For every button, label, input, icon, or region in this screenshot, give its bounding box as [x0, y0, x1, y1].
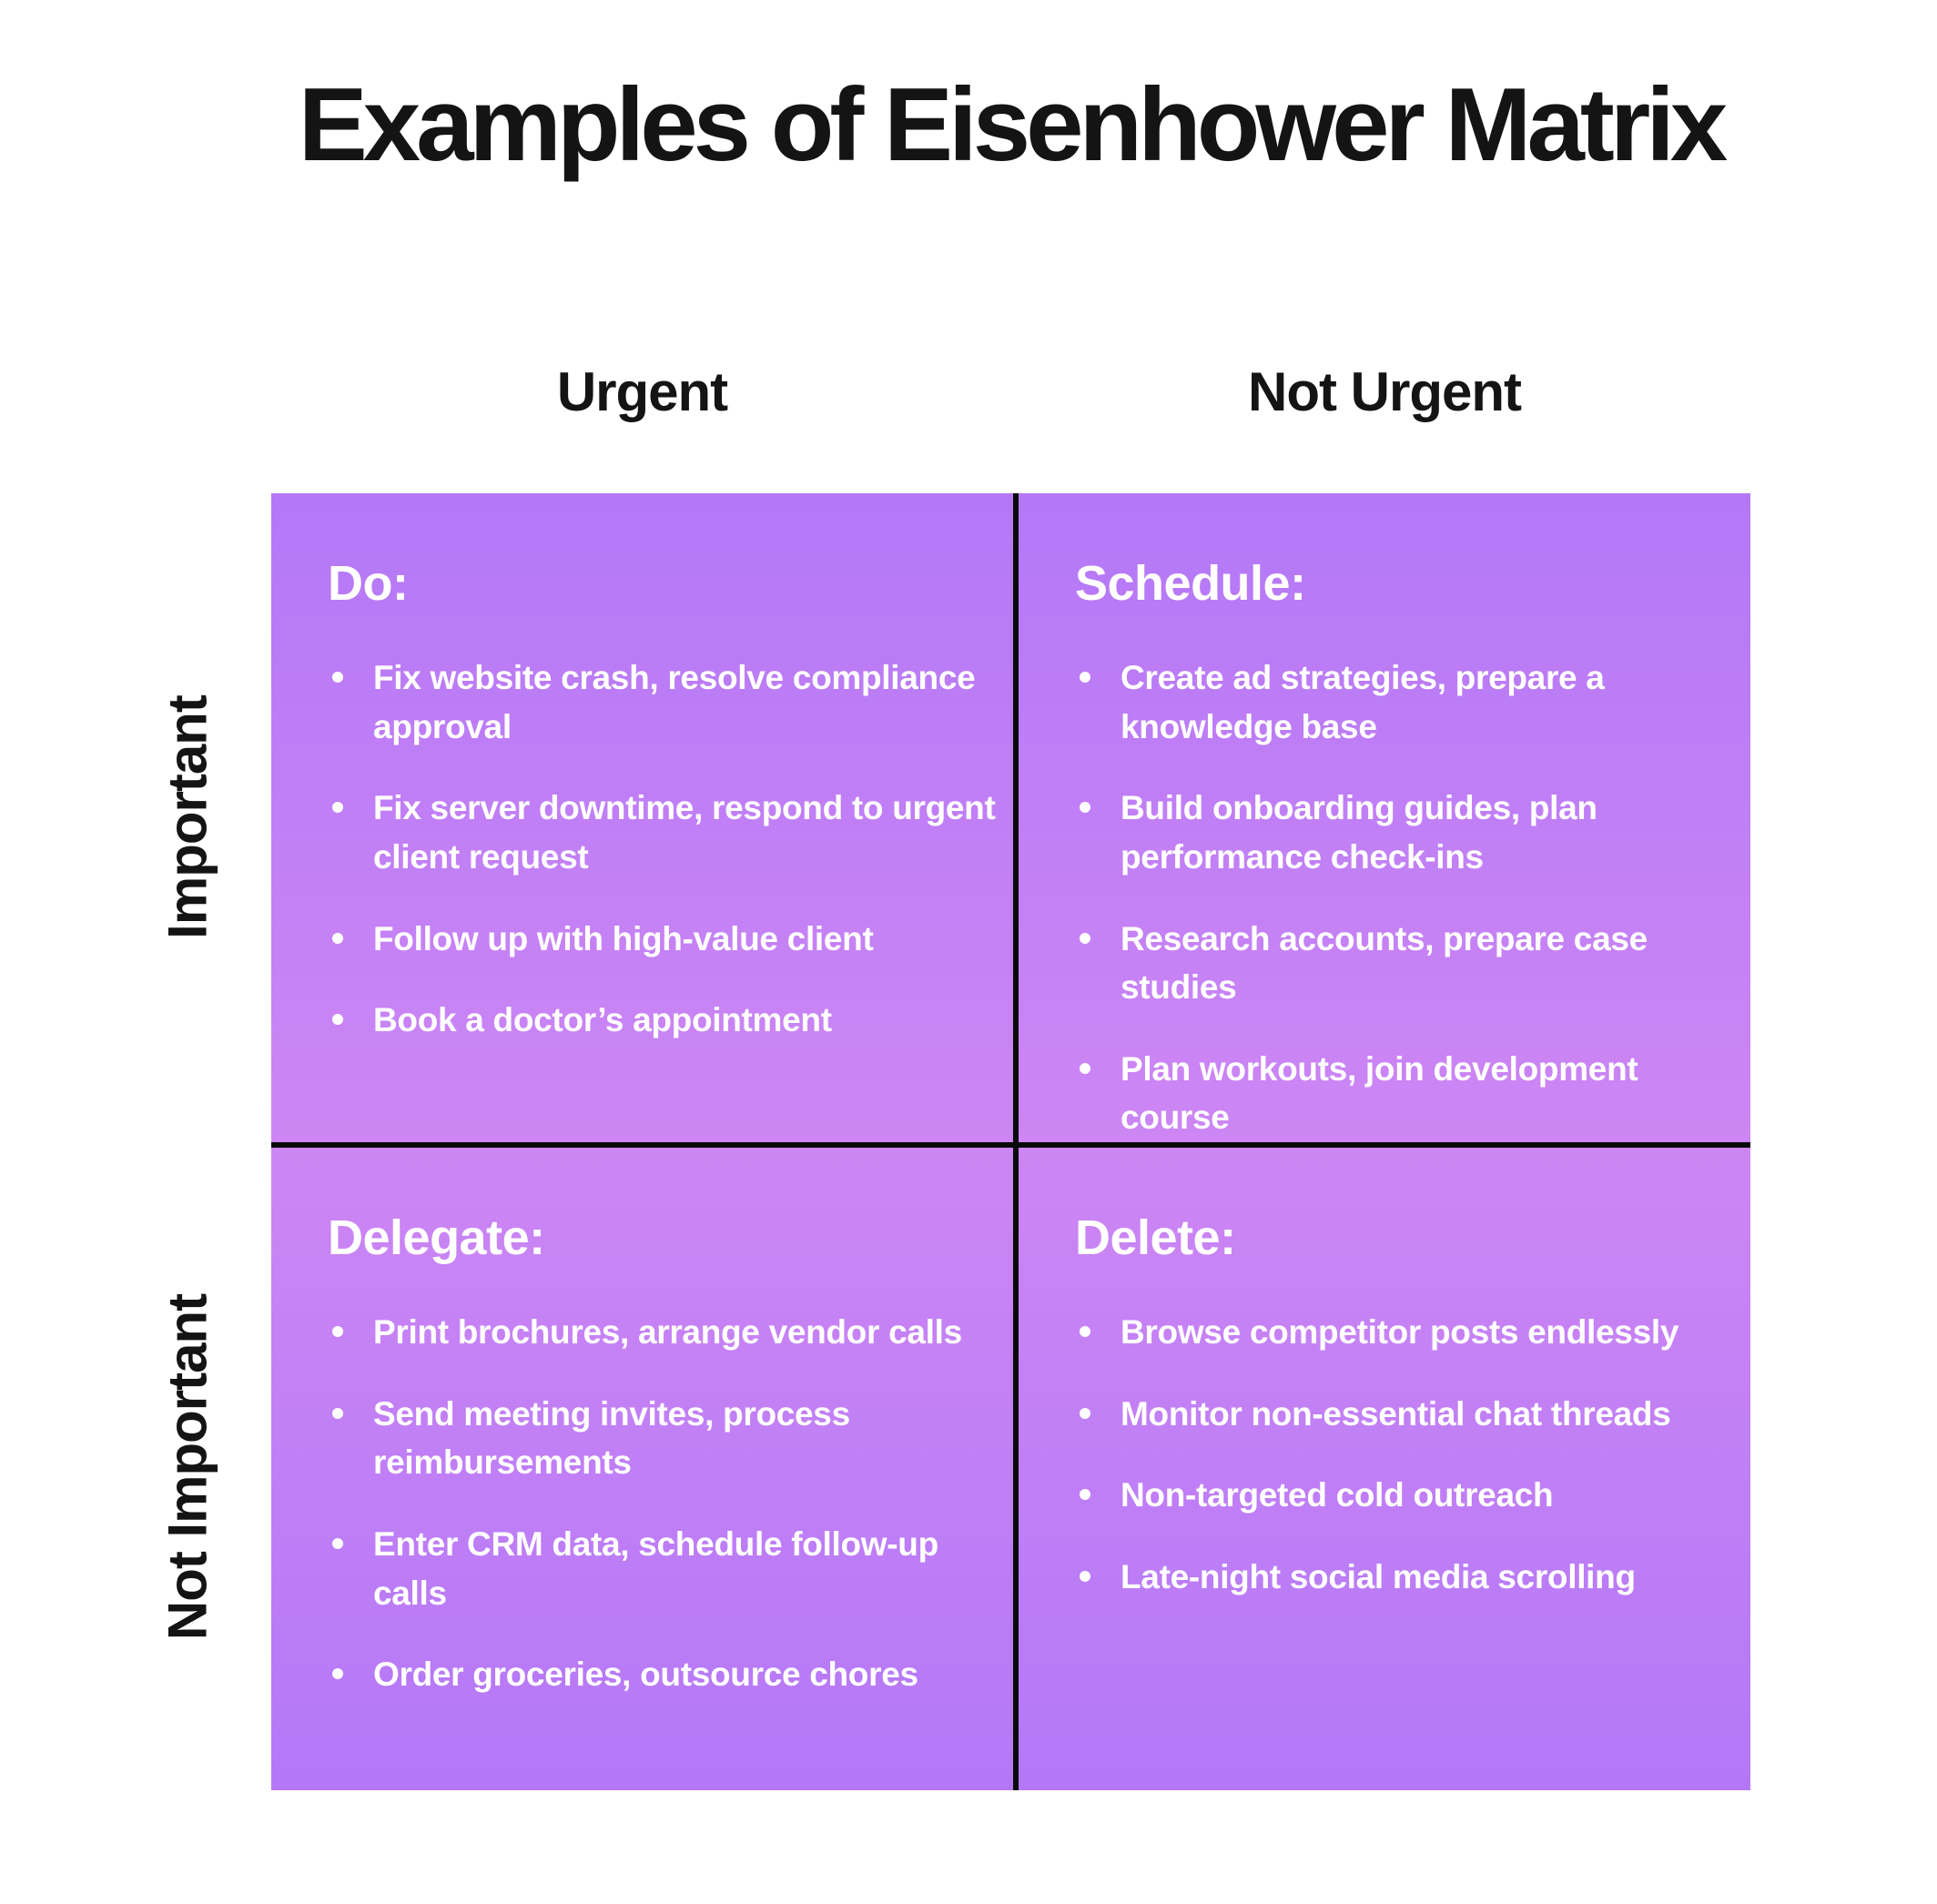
quadrant-do: Do: Fix website crash, resolve complianc…	[271, 493, 1013, 1142]
quadrant-delete-heading: Delete:	[1075, 1210, 1236, 1265]
list-item-text: Fix website crash, resolve compliance ap…	[373, 659, 976, 745]
list-item: Book a doctor’s appointment	[328, 996, 1000, 1045]
vertical-grid-line	[1013, 493, 1019, 1790]
page-title: Examples of Eisenhower Matrix	[298, 67, 1729, 183]
bullet-icon	[1080, 1570, 1090, 1582]
list-item-text: Enter CRM data, schedule follow-up calls	[373, 1524, 938, 1612]
bullet-icon	[332, 1326, 343, 1337]
quadrant-delegate-heading: Delegate:	[328, 1210, 545, 1265]
quadrant-schedule-list: Create ad strategies, prepare a knowledg…	[1075, 653, 1738, 1142]
quadrant-schedule-heading: Schedule:	[1075, 556, 1306, 611]
list-item: Non-targeted cold outreach	[1075, 1471, 1738, 1520]
quadrant-do-list: Fix website crash, resolve compliance ap…	[328, 653, 1000, 1045]
bullet-icon	[332, 1014, 343, 1026]
list-item-text: Browse competitor posts endlessly	[1121, 1313, 1679, 1351]
column-header-not-urgent: Not Urgent	[1248, 361, 1522, 422]
bullet-icon	[332, 1537, 343, 1549]
bullet-icon	[332, 1668, 343, 1680]
bullet-icon	[1080, 1489, 1090, 1501]
quadrant-delegate-list: Print brochures, arrange vendor calls Se…	[328, 1308, 1000, 1699]
list-item: Monitor non-essential chat threads	[1075, 1390, 1738, 1439]
list-item: Create ad strategies, prepare a knowledg…	[1075, 653, 1738, 751]
bullet-icon	[332, 1407, 343, 1419]
quadrant-do-heading: Do:	[328, 556, 409, 611]
list-item-text: Fix server downtime, respond to urgent c…	[373, 789, 996, 876]
list-item: Enter CRM data, schedule follow-up calls	[328, 1520, 1000, 1617]
list-item-text: Build onboarding guides, plan performanc…	[1121, 789, 1597, 876]
column-header-urgent: Urgent	[556, 361, 728, 422]
list-item-text: Print brochures, arrange vendor calls	[373, 1313, 962, 1351]
quadrant-delete: Delete: Browse competitor posts endlessl…	[1019, 1148, 1750, 1790]
quadrant-schedule: Schedule: Create ad strategies, prepare …	[1019, 493, 1750, 1142]
row-label-important: Important	[157, 695, 218, 939]
bullet-icon	[1080, 1326, 1090, 1337]
list-item: Late-night social media scrolling	[1075, 1553, 1738, 1602]
list-item-text: Create ad strategies, prepare a knowledg…	[1121, 659, 1605, 745]
bullet-icon	[332, 802, 343, 814]
list-item: Plan workouts, join development course	[1075, 1045, 1738, 1142]
list-item-text: Order groceries, outsource chores	[373, 1656, 918, 1694]
bullet-icon	[1080, 1407, 1090, 1419]
bullet-icon	[1080, 932, 1090, 944]
list-item-text: Book a doctor’s appointment	[373, 1001, 832, 1039]
quadrant-delegate: Delegate: Print brochures, arrange vendo…	[271, 1148, 1013, 1790]
list-item: Follow up with high-value client	[328, 915, 1000, 964]
list-item-text: Plan workouts, join development course	[1121, 1049, 1638, 1137]
list-item-text: Non-targeted cold outreach	[1121, 1476, 1554, 1514]
list-item-text: Monitor non-essential chat threads	[1121, 1394, 1671, 1433]
list-item-text: Late-night social media scrolling	[1121, 1557, 1636, 1595]
list-item: Fix server downtime, respond to urgent c…	[328, 784, 1000, 881]
list-item: Send meeting invites, process reimbursem…	[328, 1390, 1000, 1487]
horizontal-grid-line	[271, 1142, 1750, 1148]
list-item: Build onboarding guides, plan performanc…	[1075, 784, 1738, 881]
list-item: Fix website crash, resolve compliance ap…	[328, 653, 1000, 751]
list-item: Print brochures, arrange vendor calls	[328, 1308, 1000, 1357]
list-item: Browse competitor posts endlessly	[1075, 1308, 1738, 1357]
bullet-icon	[1080, 1062, 1090, 1074]
bullet-icon	[332, 932, 343, 944]
list-item: Order groceries, outsource chores	[328, 1650, 1000, 1699]
list-item-text: Follow up with high-value client	[373, 919, 874, 957]
bullet-icon	[1080, 802, 1090, 814]
quadrant-delete-list: Browse competitor posts endlessly Monito…	[1075, 1308, 1738, 1602]
list-item-text: Research accounts, prepare case studies	[1121, 919, 1648, 1007]
bullet-icon	[332, 672, 343, 683]
matrix-grid: Do: Fix website crash, resolve complianc…	[271, 493, 1750, 1790]
bullet-icon	[1080, 672, 1090, 683]
row-label-not-important: Not Important	[157, 1293, 218, 1641]
list-item: Research accounts, prepare case studies	[1075, 915, 1738, 1012]
list-item-text: Send meeting invites, process reimbursem…	[373, 1394, 850, 1482]
